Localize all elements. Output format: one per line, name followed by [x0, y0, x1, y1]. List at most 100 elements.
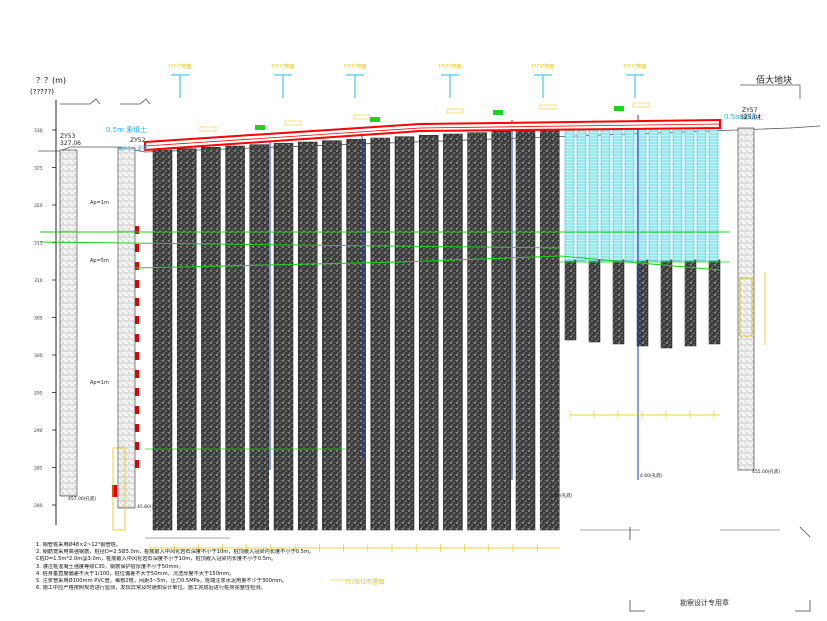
bottom-title: ???桩位布置图 [345, 578, 385, 586]
beam-label-box [446, 108, 464, 114]
soil-label-3: Ap=1m [90, 380, 109, 386]
axis-tick-label: 315 [34, 241, 43, 247]
pile [225, 145, 245, 531]
pile [370, 137, 391, 531]
red-mark [135, 262, 139, 270]
tag-label: ?????地面 [623, 63, 646, 70]
red-mark [135, 316, 139, 324]
cyan-pile [600, 127, 611, 262]
red-mark [135, 244, 139, 252]
borehole-zy52-bottom: 45.80(孔底) [137, 503, 163, 510]
bottom-ticks [145, 529, 780, 539]
capping-beam [144, 118, 721, 152]
pile [322, 140, 342, 531]
note-line: 4. 桩身垂直度偏差不大于1/100，桩位偏差不大于50mm，沉渣厚度不大于15… [36, 570, 235, 577]
cyan-pile [660, 127, 671, 262]
cyan-pile [624, 127, 635, 262]
beam-label-box [284, 120, 302, 126]
pile [249, 144, 270, 531]
red-mark [135, 334, 139, 342]
borehole-zy52: ZY52 45.80(孔底) [112, 137, 163, 531]
red-mark [135, 424, 139, 432]
tag-label: ?????地面 [438, 63, 461, 70]
red-mark [135, 226, 139, 234]
soil-label-1: Ap=1m [90, 200, 109, 206]
beam-elevation-labels [199, 102, 650, 132]
cyan-pile [672, 127, 683, 262]
cyan-pile [612, 127, 623, 262]
red-mark [135, 370, 139, 378]
top-label-right: 0.5m素填土 [724, 112, 763, 121]
pile [176, 148, 197, 531]
pile [636, 259, 649, 347]
note-line: C桩D=1.5m*2.0m@3.0m，桩底嵌入中风化岩石深度不小于10m，桩顶嵌… [36, 556, 277, 563]
pile [152, 149, 173, 531]
borehole-zy57: ZY57 325.04 455.00(孔底) [737, 107, 781, 475]
cyan-pile [588, 127, 599, 262]
borehole-zy53-elev: 327.06 [60, 140, 81, 147]
red-mark [112, 485, 117, 497]
blue-lines [269, 115, 639, 480]
green-tags [255, 106, 624, 130]
tag-label: ?????地面 [168, 63, 191, 70]
red-mark [135, 280, 139, 288]
axis-tick-label: 300 [34, 353, 43, 359]
beam-label-box [632, 102, 650, 108]
pile [418, 135, 439, 531]
axis-tick-label: 280 [34, 503, 43, 509]
note-line: 2. 钢筋笼采用高强钢筋，桩径D=2.5Ø3.0m，桩底嵌入中风化岩石深度不小于… [36, 549, 315, 556]
axis-label-bottom: (?????) [30, 88, 54, 96]
red-mark [135, 298, 139, 306]
pile [273, 143, 294, 531]
top-label-left2: @2.5m 素填 [118, 145, 147, 152]
green-tag [493, 110, 503, 115]
pile [612, 259, 625, 345]
red-mark [135, 460, 139, 468]
pile [684, 259, 697, 347]
pile [201, 147, 221, 531]
borehole-zy57-bottom: 455.00(孔底) [752, 468, 781, 475]
borehole-zy53: ZY53 327.06 457.00(孔底) [59, 133, 97, 502]
note-line: 6. 施工中应严格按照规范进行监测，发现异常及时通知设计单位，施工完成后进行桩身… [36, 585, 266, 592]
header-tags: ?????地面 ?????地面 ?????地面 ?????地面 ?????地面?????… [168, 63, 646, 98]
beam-label-box [539, 104, 557, 110]
note-line: 5. 注浆管采用Ø100mm PVC管，每根2根，间距3~5m，压力0.5MPa… [36, 578, 288, 585]
borehole-zy57-elev: 325.04 [740, 114, 761, 121]
axis-label-top: ？？(m) [36, 76, 66, 85]
pile [297, 141, 318, 531]
axis-tick-label: 325 [34, 166, 43, 172]
axis-tick-label: 305 [34, 316, 43, 322]
pile [708, 259, 721, 345]
cyan-pile [648, 127, 659, 262]
mid-bottom-2: 4.60(孔底) [550, 492, 573, 499]
beam-label-box [353, 114, 371, 120]
axis-tick-label: 320 [34, 203, 43, 209]
axis-tick-label: 290 [34, 428, 43, 434]
pile [346, 139, 366, 531]
borehole-zy53-id: ZY53 [60, 133, 76, 140]
red-mark [135, 352, 139, 360]
beam-label-box [199, 126, 217, 132]
green-layer-lines [39, 231, 730, 450]
red-mark [135, 406, 139, 414]
red-mark [135, 388, 139, 396]
pile [515, 129, 536, 531]
axis-tick-label: 295 [34, 391, 43, 397]
borehole-zy53-bottom: 457.00(孔底) [68, 495, 97, 502]
red-mark [135, 442, 139, 450]
tag-label: ?????地面 [271, 63, 294, 70]
stamp-frame [629, 526, 811, 612]
green-tag [255, 125, 265, 130]
pile [564, 259, 577, 341]
axis-tick-label: 310 [34, 278, 43, 284]
tag-label: ?????地面 [531, 63, 554, 70]
cyan-pile [564, 127, 575, 262]
pile [394, 136, 415, 531]
green-tag [614, 106, 624, 111]
notes-block: 1. 钢管桩采用Ø48×2~12°钢管桩。 2. 钢筋笼采用高强钢筋，桩径D=2… [36, 542, 456, 592]
tag-label: ?????地面 [343, 63, 366, 70]
road-label: 佰大地块 [756, 74, 792, 86]
pile [539, 128, 560, 531]
